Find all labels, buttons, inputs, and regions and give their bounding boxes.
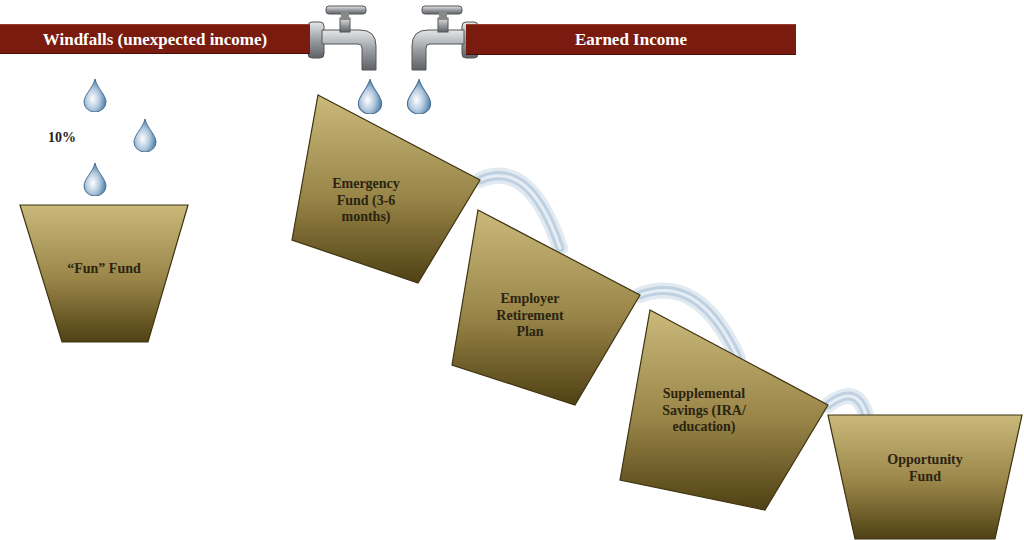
water-drop	[84, 163, 106, 196]
water-flow	[828, 396, 866, 415]
fund-bucket: Opportunity Fund	[826, 413, 1024, 540]
bucket-label: Opportunity Fund	[870, 452, 980, 486]
water-drop	[358, 79, 381, 114]
water-drop	[84, 79, 106, 112]
bar-label: Earned Income	[575, 30, 687, 50]
fund-bucket: Emergency Fund (3-6 months)	[290, 95, 482, 285]
bucket-label: Employer Retirement Plan	[482, 291, 578, 341]
faucet	[308, 6, 376, 70]
bucket-label: “Fun” Fund	[67, 261, 141, 278]
fund-bucket: Supplemental Savings (IRA/ education)	[618, 308, 830, 512]
water-drop	[134, 119, 156, 152]
percent-label: 10%	[48, 130, 76, 146]
bar-label: Windfalls (unexpected income)	[43, 30, 267, 50]
water-drop	[407, 79, 430, 114]
income-bar: Windfalls (unexpected income)	[0, 24, 310, 54]
bucket-label: Supplemental Savings (IRA/ education)	[653, 386, 755, 436]
income-bar: Earned Income	[466, 24, 796, 55]
bucket-label: Emergency Fund (3-6 months)	[320, 176, 412, 226]
fund-bucket: Employer Retirement Plan	[450, 208, 642, 408]
fund-bucket: “Fun” Fund	[18, 203, 190, 344]
